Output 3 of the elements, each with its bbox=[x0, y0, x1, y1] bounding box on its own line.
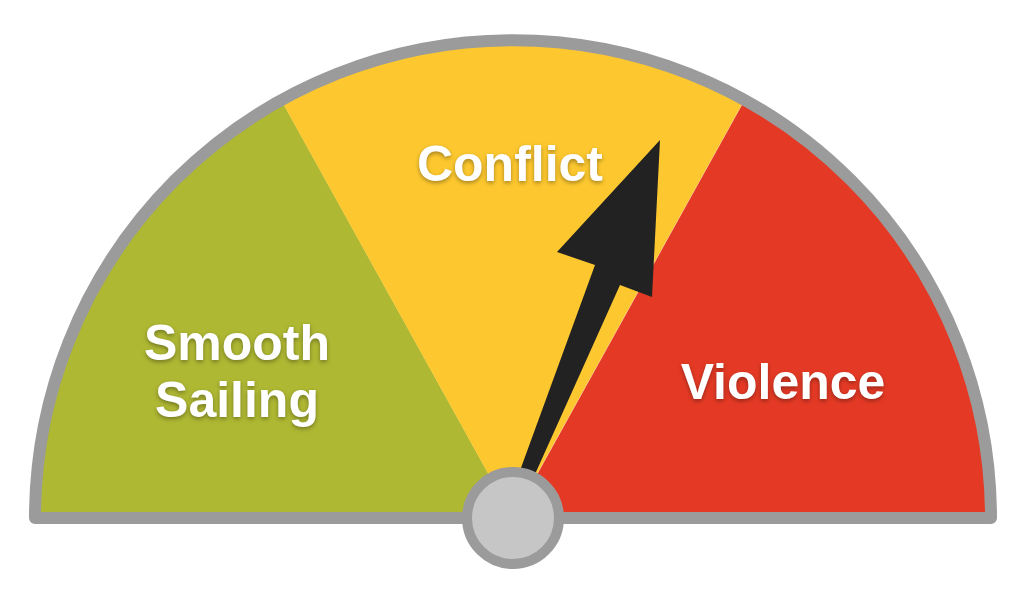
sector-label: Conflict bbox=[415, 136, 605, 194]
sector-label: Violence bbox=[679, 354, 887, 412]
sector-label: Smooth Sailing bbox=[142, 314, 332, 430]
